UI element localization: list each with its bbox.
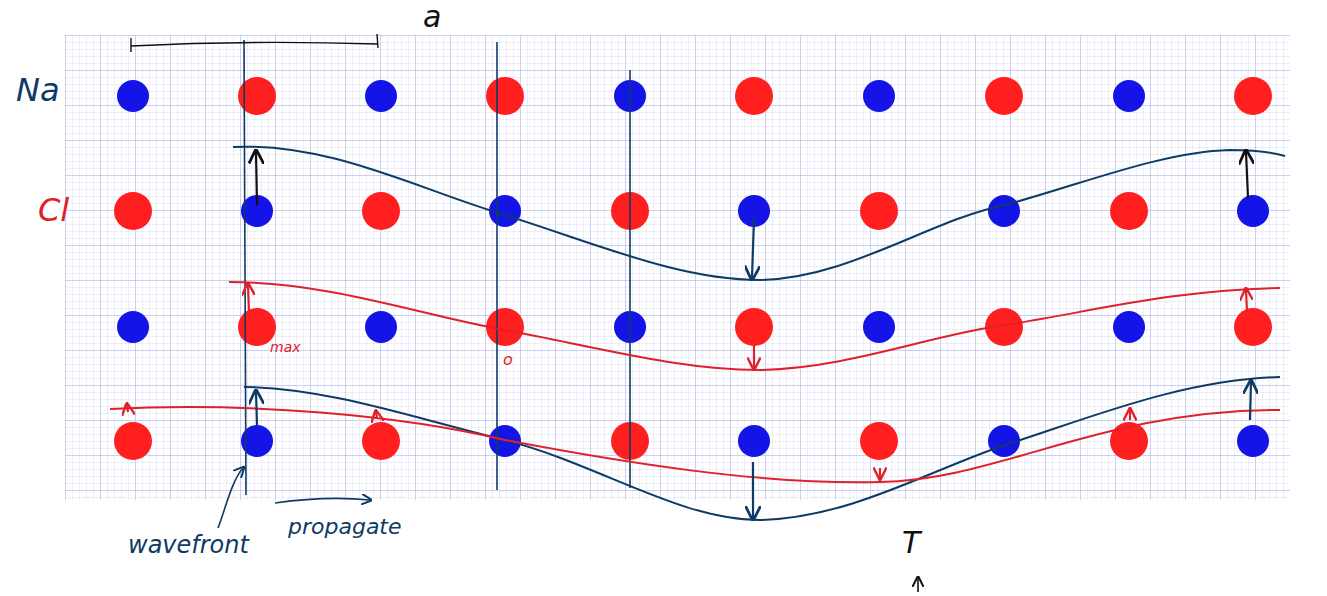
note: propagate xyxy=(288,516,402,538)
sodium-ion xyxy=(365,311,397,343)
chloride-ion xyxy=(114,422,152,460)
chloride-ion xyxy=(860,422,898,460)
ion-name: Cl xyxy=(38,194,69,226)
sodium-ion xyxy=(1113,80,1145,112)
chloride-ion xyxy=(735,308,773,346)
chloride-ion xyxy=(362,192,400,230)
chloride-ion xyxy=(1110,192,1148,230)
chloride-ion xyxy=(985,77,1023,115)
grid-paper xyxy=(65,35,1290,500)
sodium-ion xyxy=(1113,311,1145,343)
chloride-ion xyxy=(486,77,524,115)
displacement-waves xyxy=(110,147,1285,520)
sodium-ion xyxy=(117,311,149,343)
sodium-ion xyxy=(1237,195,1269,227)
chloride-ion xyxy=(1234,308,1272,346)
chloride-ion xyxy=(735,77,773,115)
sodium-ion xyxy=(863,311,895,343)
sodium-ion xyxy=(365,80,397,112)
sodium-ion xyxy=(117,80,149,112)
chloride-ion xyxy=(362,422,400,460)
chloride-ion xyxy=(114,192,152,230)
note: wavefront xyxy=(128,533,249,557)
ion-name: Na xyxy=(16,74,60,106)
dimension-bracket xyxy=(131,34,378,52)
chloride-ion xyxy=(860,192,898,230)
sodium-ion xyxy=(1237,425,1269,457)
sodium-ion xyxy=(988,195,1020,227)
chloride-ion xyxy=(1234,77,1272,115)
note: o xyxy=(503,352,513,368)
ion-lattice xyxy=(114,77,1272,460)
leader-lines xyxy=(218,468,918,592)
dimension-label: a xyxy=(423,2,441,32)
displacement-arrows xyxy=(127,152,1251,518)
sodium-ion xyxy=(738,425,770,457)
symbol-label: T xyxy=(902,528,920,558)
note: max xyxy=(270,340,301,354)
sodium-ion xyxy=(863,80,895,112)
